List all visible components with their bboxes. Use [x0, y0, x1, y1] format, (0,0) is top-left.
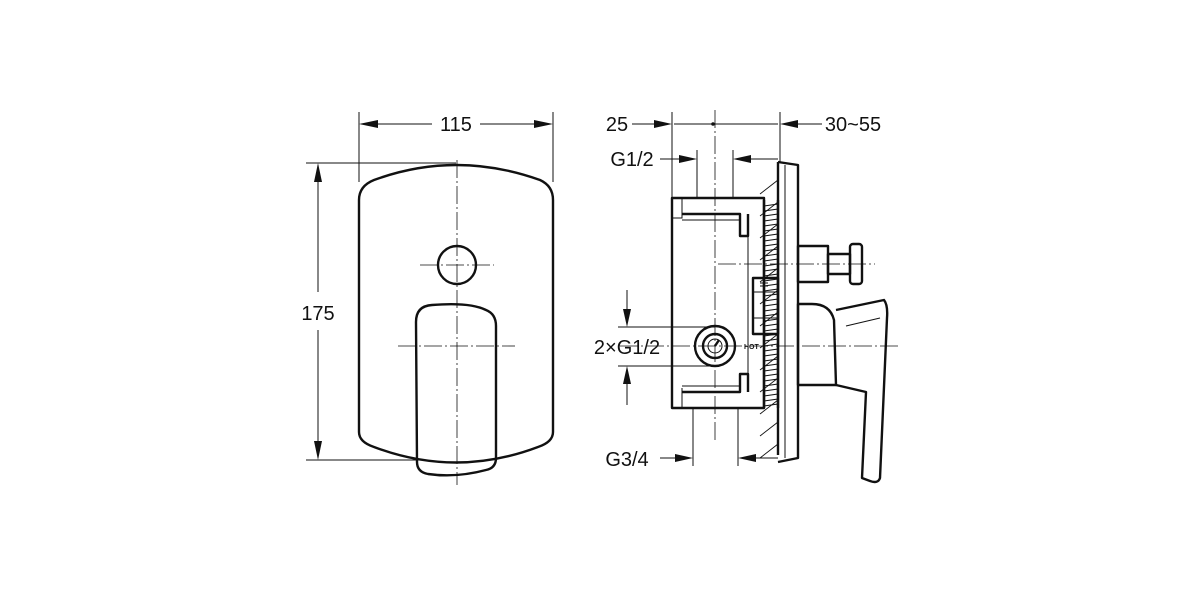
depth-label-right: 30~55	[825, 114, 881, 136]
thread-line	[763, 278, 779, 282]
height-dimension: 175	[301, 162, 456, 461]
front-lever-handle	[414, 302, 498, 477]
thread-line	[763, 258, 779, 262]
outlet-dimension: G3/4	[605, 408, 778, 471]
wall-hatch-line	[759, 267, 779, 283]
thread-line	[763, 288, 779, 292]
thread-line	[763, 233, 779, 237]
thread-line	[763, 358, 779, 362]
width-label: 115	[440, 114, 472, 136]
thread-line	[763, 298, 779, 302]
thread-line	[763, 393, 779, 397]
thread-line	[763, 248, 779, 252]
side-view: HOT 25 30~55	[594, 110, 900, 484]
wall-hatch-line	[759, 421, 779, 437]
thread-line	[763, 203, 779, 207]
hot-marker: HOT	[744, 344, 760, 351]
thread-line	[763, 348, 779, 352]
wall-hatch-line	[759, 201, 779, 217]
thread-line	[763, 383, 779, 387]
outlet-label: G3/4	[605, 449, 648, 471]
thread-line	[763, 238, 779, 242]
thread-line	[763, 333, 779, 337]
thread-line	[763, 368, 779, 372]
thread-line	[763, 223, 779, 227]
wall-hatch-line	[759, 245, 779, 261]
width-dimension: 115	[358, 112, 554, 182]
thread-line	[763, 313, 779, 317]
thread-line	[763, 363, 779, 367]
front-faceplate	[357, 163, 555, 464]
top-inlet-dimension: G1/2	[610, 149, 778, 198]
thread-line	[763, 253, 779, 257]
wall-hatch-line	[759, 399, 779, 415]
side-lever-handle	[796, 298, 889, 484]
depth-dimension: 25 30~55	[606, 112, 881, 198]
depth-label-left: 25	[606, 114, 628, 136]
thread-line	[763, 328, 779, 332]
wall-hatch-line	[759, 223, 779, 239]
valve-body	[670, 196, 780, 410]
wall-hatch-line	[759, 311, 779, 327]
thread-line	[763, 398, 779, 402]
flow-symbol	[760, 280, 768, 289]
thread-line	[763, 388, 779, 392]
wall-hatch-line	[759, 377, 779, 393]
thread-line	[763, 213, 779, 217]
wall-hatch-line	[759, 355, 779, 371]
side-inlets-dimension: 2×G1/2	[594, 290, 715, 405]
wall-hatch-line	[759, 443, 779, 459]
front-view: 115 175	[301, 112, 555, 485]
thread-line	[763, 353, 779, 357]
wall-hatch-line	[759, 179, 779, 195]
wall-hatch-line	[759, 289, 779, 305]
thread-line	[763, 273, 779, 277]
thread-line	[763, 243, 779, 247]
thread-line	[763, 373, 779, 377]
threaded-sleeve	[762, 200, 780, 408]
height-label: 175	[301, 303, 334, 325]
wall-plate	[759, 160, 800, 464]
thread-line	[763, 303, 779, 307]
thread-line	[763, 323, 779, 327]
side-inlets-label: 2×G1/2	[594, 337, 660, 359]
top-inlet-label: G1/2	[610, 149, 653, 171]
thread-line	[763, 218, 779, 222]
thread-line	[763, 308, 779, 312]
